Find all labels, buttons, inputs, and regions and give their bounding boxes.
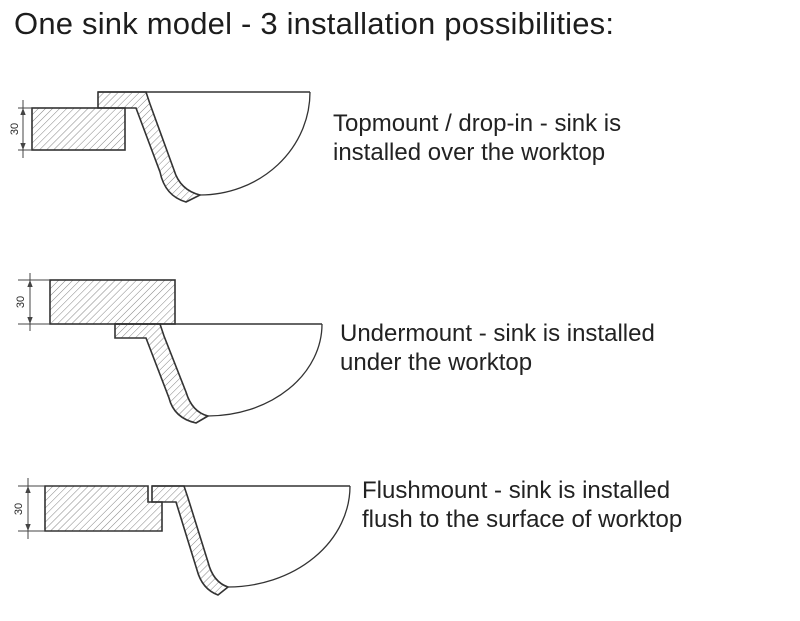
dimension-extension-lines <box>18 107 32 151</box>
bowl-curve <box>227 485 351 588</box>
caption-line: Flushmount - sink is installed <box>362 477 671 504</box>
dimension-arrow-down-icon <box>25 524 31 531</box>
undermount-drawing: 30 <box>15 273 323 424</box>
topmount-caption: Topmount / drop-in - sink is installed o… <box>333 110 621 168</box>
sink-wall-section <box>151 485 230 596</box>
topmount-drawing: 30 <box>10 91 311 203</box>
undermount-caption: Undermount - sink is installed under the… <box>340 320 655 378</box>
dimension-arrow-up-icon <box>25 486 31 493</box>
dimension-label: 30 <box>13 503 25 515</box>
caption-line: flush to the surface of worktop <box>362 505 683 533</box>
page-title: One sink model - 3 installation possibil… <box>14 6 615 41</box>
worktop-section <box>44 485 163 532</box>
dimension-arrow-up-icon <box>20 108 26 115</box>
sink-wall-section <box>114 323 211 424</box>
dimension-arrow-up-icon <box>27 280 33 287</box>
dimension-extension-lines <box>18 279 50 325</box>
caption-line: installed over the worktop <box>333 138 606 166</box>
worktop-section <box>49 279 176 325</box>
caption-line: Topmount / drop-in - sink is <box>333 110 622 137</box>
dimension-arrow-down-icon <box>20 143 26 150</box>
bowl-curve <box>199 91 311 196</box>
bowl-curve <box>207 323 323 417</box>
sink-wall-section <box>97 91 203 203</box>
dimension-label: 30 <box>15 296 27 308</box>
caption-line: under the worktop <box>340 348 533 376</box>
dimension-extension-lines <box>18 485 45 532</box>
dimension-arrow-down-icon <box>27 317 33 324</box>
caption-line: Undermount - sink is installed <box>340 320 655 347</box>
worktop-section <box>31 107 126 151</box>
flushmount-caption: Flushmount - sink is installed flush to … <box>362 477 682 535</box>
flushmount-drawing: 30 <box>13 478 351 596</box>
dimension-label: 30 <box>10 123 21 135</box>
